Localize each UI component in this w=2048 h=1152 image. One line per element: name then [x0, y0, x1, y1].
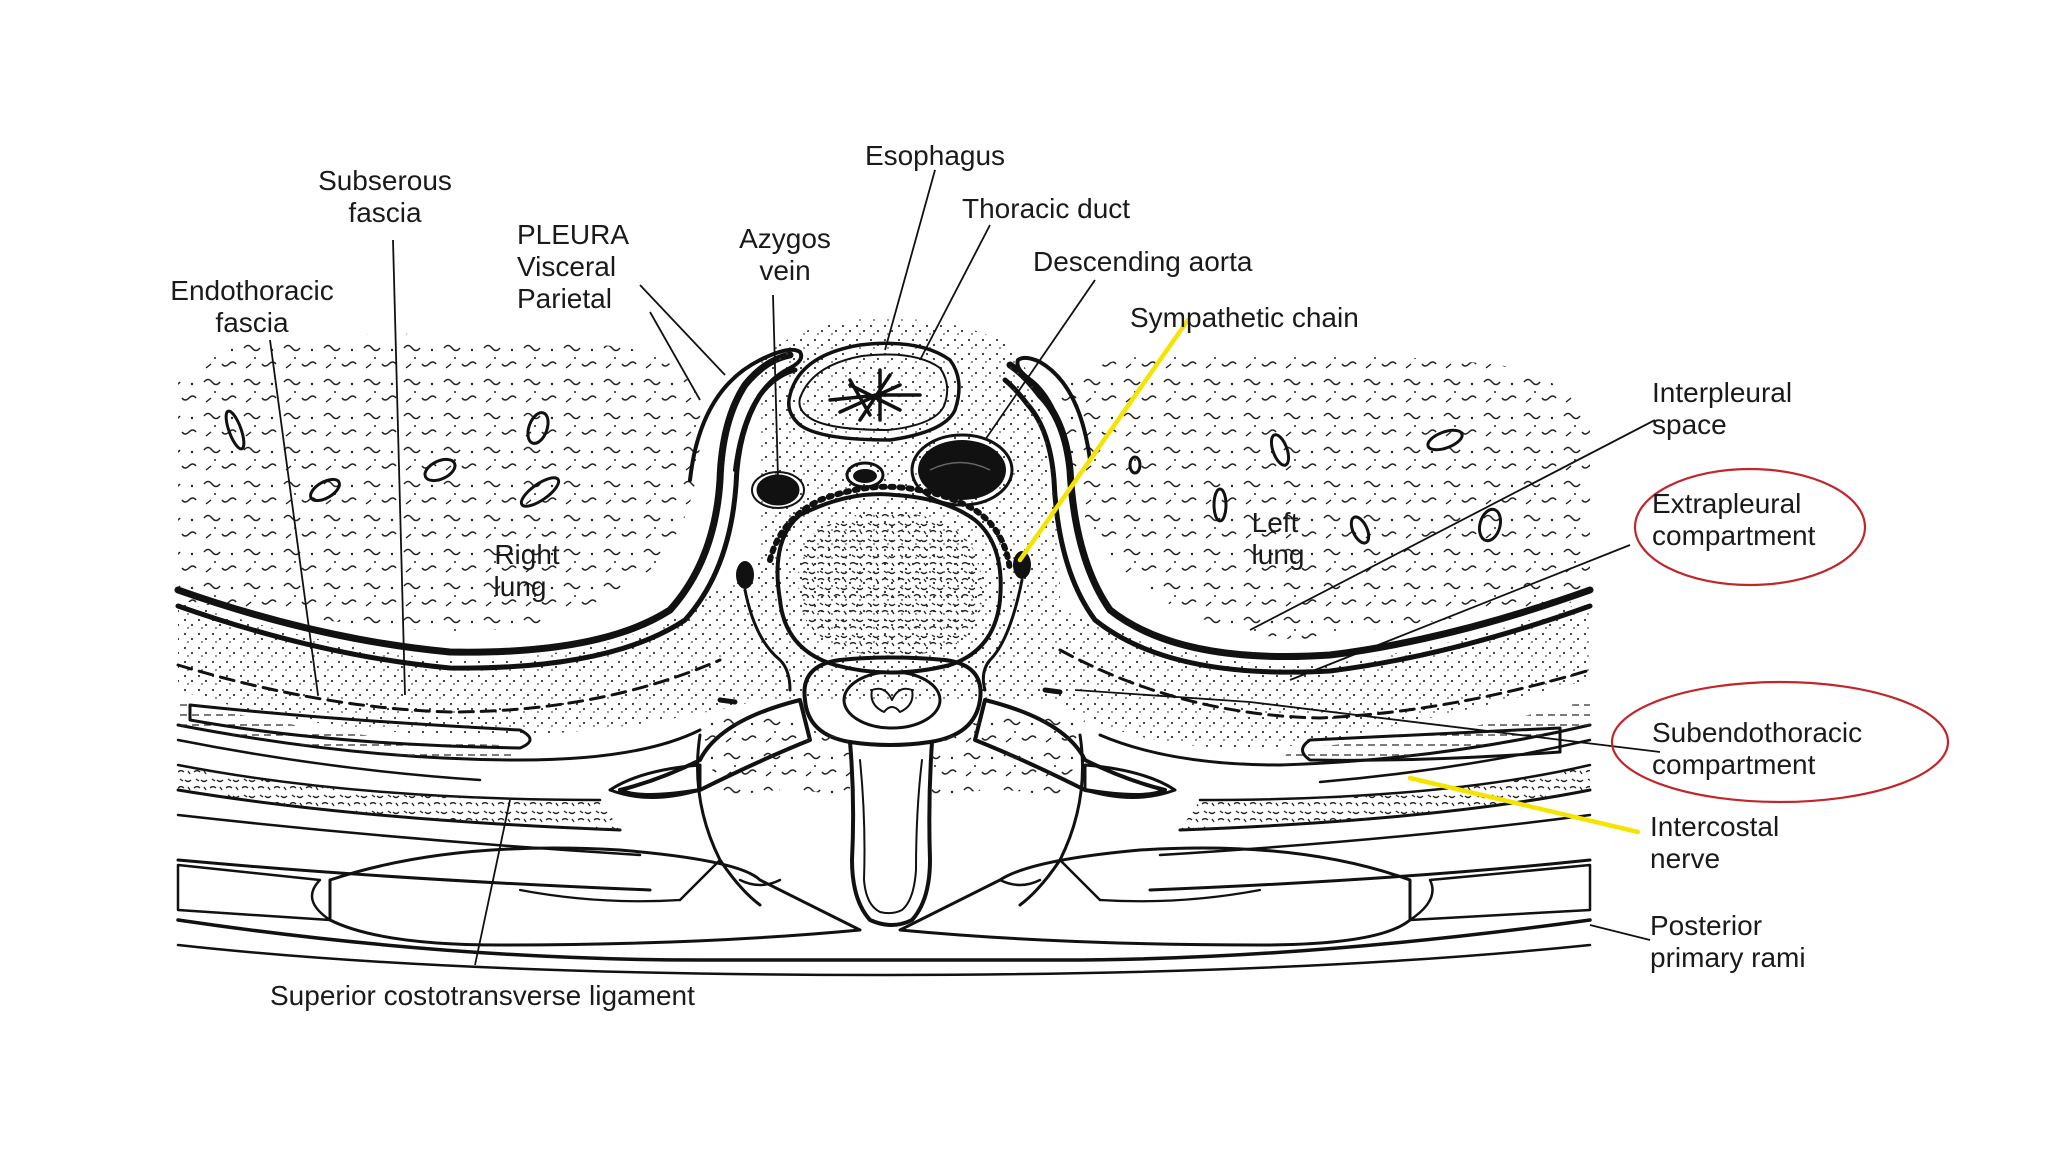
esophagus-structure [787, 341, 961, 442]
label-posterior-rami-line2: primary rami [1650, 942, 1806, 973]
leader-subendothoracic [1074, 689, 1661, 753]
labels: Subserous fascia Endothoracic fascia PLE… [170, 140, 1862, 1011]
leader-intercostal-nerve [1407, 775, 1641, 835]
label-superior-costotransverse: Superior costotransverse ligament [270, 980, 695, 1011]
label-pleura-line1: PLEURA [517, 219, 629, 250]
label-subserous-line1: Subserous [318, 165, 452, 196]
label-posterior-rami-line1: Posterior [1650, 910, 1762, 941]
leader-endothoracic [269, 339, 319, 696]
label-interpleural-line2: space [1652, 409, 1727, 440]
leader-subserous [392, 239, 406, 696]
leader-esophagus [884, 169, 936, 351]
vertebral-body [767, 483, 1013, 675]
label-extrapleural-line1: Extrapleural [1652, 488, 1801, 519]
leader-superior-costotransverse [474, 799, 511, 966]
label-thoracic-duct: Thoracic duct [962, 193, 1130, 224]
label-descending-aorta: Descending aorta [1033, 246, 1253, 277]
label-right-lung-line1: Right [494, 539, 560, 570]
label-azygos-line1: Azygos [739, 223, 831, 254]
label-left-lung-line1: Left [1252, 507, 1299, 538]
label-subserous-line2: fascia [348, 197, 422, 228]
lung-vessels [224, 409, 1503, 545]
label-endothoracic-line2: fascia [215, 307, 289, 338]
subendothoracic-highlight-circle [1610, 680, 1950, 804]
label-azygos-line2: vein [759, 255, 810, 286]
label-interpleural-line1: Interpleural [1652, 377, 1792, 408]
extrapleural-highlight-circle [1633, 467, 1867, 587]
label-left-lung-line2: lung [1252, 539, 1305, 570]
leader-posterior-rami [1589, 924, 1651, 941]
label-intercostal-line1: Intercostal [1650, 811, 1779, 842]
leader-interpleural [1249, 419, 1656, 631]
label-subendothoracic-line2: compartment [1652, 749, 1816, 780]
label-esophagus: Esophagus [865, 140, 1005, 171]
leader-pleura-parietal [649, 311, 701, 401]
vertebral-arch [608, 698, 1177, 927]
label-endothoracic-line1: Endothoracic [170, 275, 333, 306]
label-pleura-line3: Parietal [517, 283, 612, 314]
label-intercostal-line2: nerve [1650, 843, 1720, 874]
label-extrapleural-line2: compartment [1652, 520, 1816, 551]
label-subendothoracic-line1: Subendothoracic [1652, 717, 1862, 748]
leader-sympathetic-chain [1017, 317, 1191, 563]
label-right-lung-line2: lung [494, 571, 547, 602]
right-lung-region [178, 333, 701, 632]
label-pleura-line2: Visceral [517, 251, 616, 282]
leader-azygos [772, 294, 779, 479]
nerves [518, 551, 1262, 907]
pleural-reflections [688, 347, 1092, 482]
azygos-vein-structure [756, 474, 800, 506]
label-sympathetic-chain: Sympathetic chain [1130, 302, 1359, 333]
leader-thoracic-duct [919, 224, 991, 361]
leader-extrapleural [1289, 544, 1631, 681]
leader-pleura-visceral [639, 284, 726, 376]
left-lung-region [1060, 353, 1590, 640]
leader-descending-aorta [984, 279, 1096, 441]
leader-lines [269, 169, 1661, 966]
